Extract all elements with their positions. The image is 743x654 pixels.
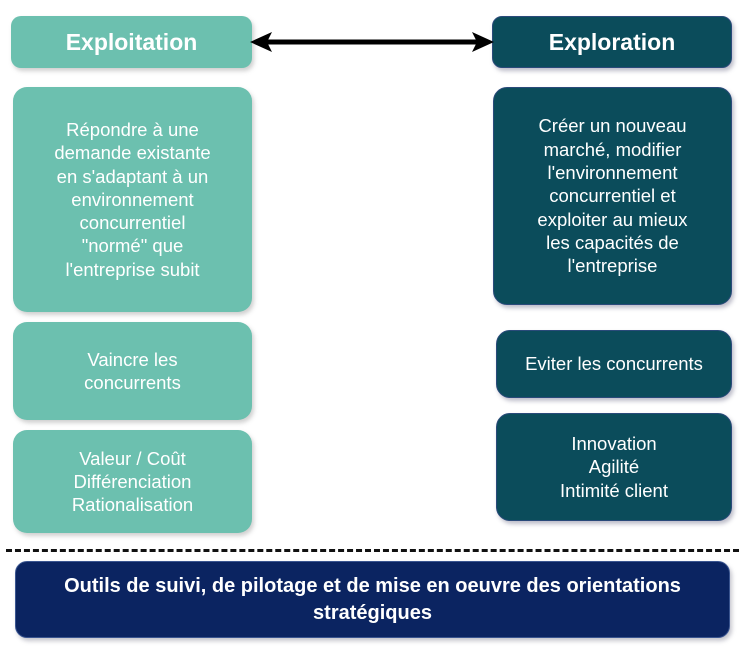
exploitation-description-box: Répondre à une demande existante en s'ad… [13,87,252,312]
header-exploration: Exploration [492,16,732,68]
dashed-divider [6,549,739,552]
footer-banner: Outils de suivi, de pilotage et de mise … [15,561,730,638]
double-arrow-icon [250,28,494,56]
exploitation-levers-box: Valeur / Coût Différenciation Rationalis… [13,430,252,533]
exploration-goal-box: Eviter les concurrents [496,330,732,398]
header-exploitation: Exploitation [11,16,252,68]
exploitation-goal-box: Vaincre les concurrents [13,322,252,420]
exploration-levers-box: Innovation Agilité Intimité client [496,413,732,521]
double-arrow-svg [250,32,494,52]
exploration-description-box: Créer un nouveau marché, modifier l'envi… [493,87,732,305]
